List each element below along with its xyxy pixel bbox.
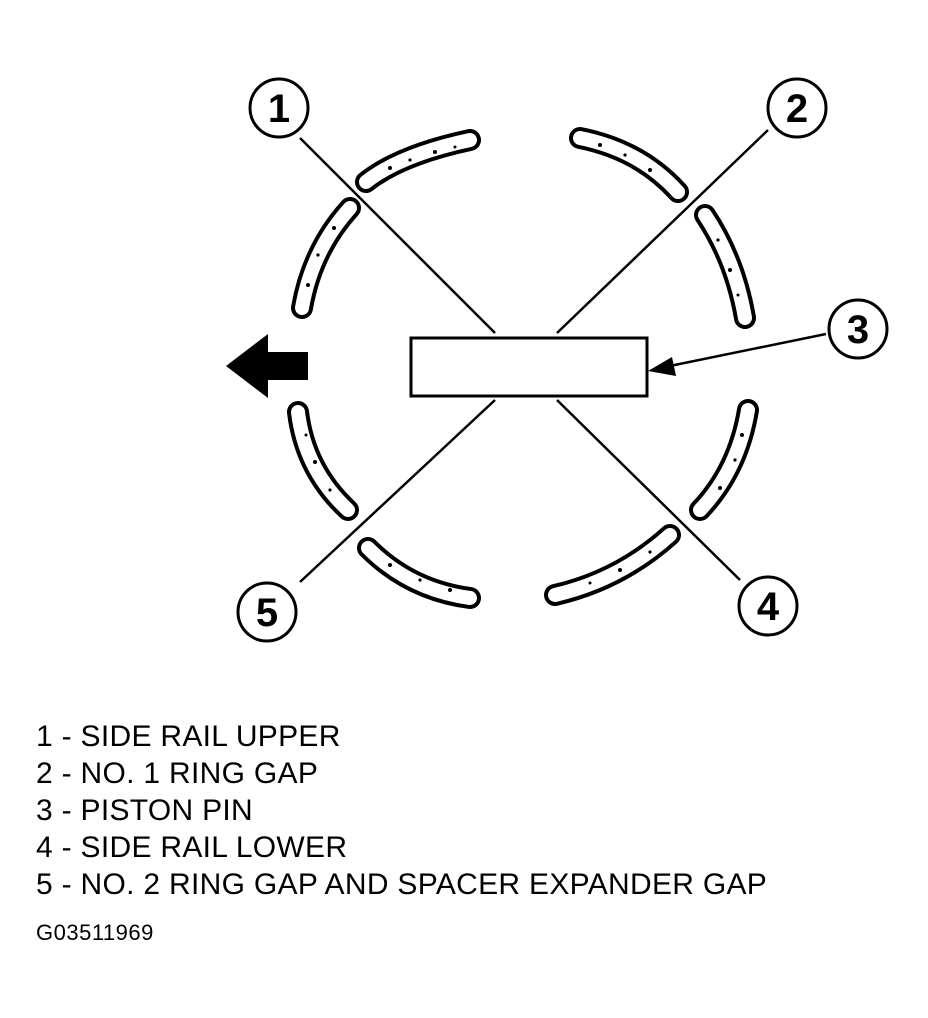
- legend-item-3: 3 - PISTON PIN: [36, 794, 254, 827]
- callout-2-label: 2: [786, 87, 808, 131]
- ring-segments: [287, 127, 759, 609]
- piston-pin: [409, 336, 649, 398]
- leader-line-2: [556, 129, 769, 334]
- callout-3-label: 3: [847, 308, 869, 352]
- callout-1-label: 1: [268, 87, 290, 131]
- piston-ring-gap-diagram: 1 2 3 4 5: [226, 77, 889, 643]
- callout-4: 4: [737, 575, 799, 637]
- leader-lines: [299, 129, 827, 583]
- legend-item-4: 4 - SIDE RAIL LOWER: [36, 831, 348, 864]
- callout-3-arrowhead: [648, 357, 676, 376]
- leader-line-1: [299, 137, 496, 334]
- callout-2: 2: [766, 77, 828, 139]
- legend-item-1: 1 - SIDE RAIL UPPER: [36, 720, 341, 753]
- legend-item-5: 5 - NO. 2 RING GAP AND SPACER EXPANDER G…: [36, 868, 768, 901]
- callout-1: 1: [248, 77, 310, 139]
- leader-line-5: [299, 399, 496, 583]
- callout-5-label: 5: [256, 591, 278, 635]
- callout-5: 5: [236, 581, 298, 643]
- ring-stipple: [304, 143, 744, 592]
- figure-id: G03511969: [36, 920, 154, 945]
- arrow-left-icon: [226, 334, 308, 398]
- callout-4-label: 4: [757, 585, 780, 629]
- legend: 1 - SIDE RAIL UPPER 2 - NO. 1 RING GAP 3…: [36, 718, 767, 903]
- legend-item-2: 2 - NO. 1 RING GAP: [36, 757, 319, 790]
- leader-line-3: [659, 332, 827, 370]
- callout-3: 3: [827, 298, 889, 360]
